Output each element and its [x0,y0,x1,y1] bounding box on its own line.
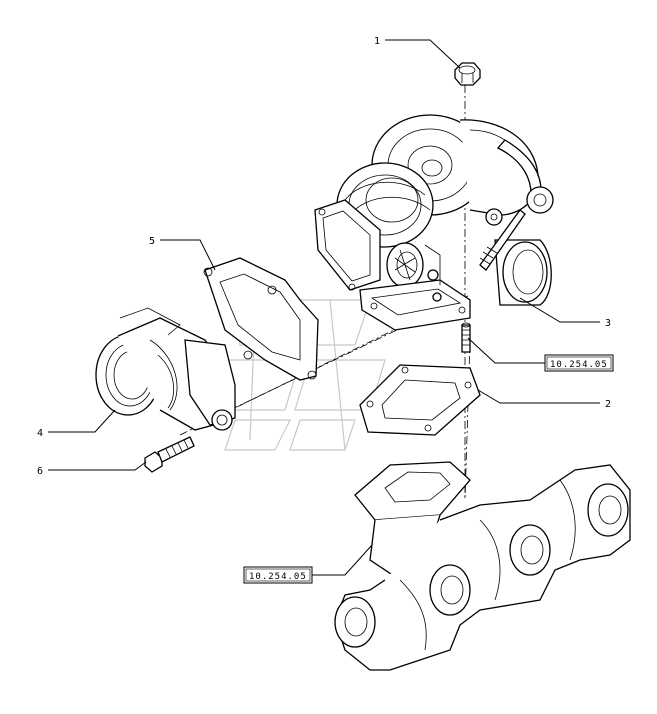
callout-6: 6 [37,466,43,477]
reference-label-b: 10.254.05 [249,572,307,582]
callout-2: 2 [605,399,611,410]
reference-box-b[interactable]: 10.254.05 [243,566,313,584]
callout-4: 4 [37,428,43,439]
callout-3: 3 [605,318,611,329]
callout-5: 5 [149,236,155,247]
turbo-gasket-part [359,364,481,436]
turbocharger-part [314,114,554,331]
leader-lines [48,39,600,576]
bolt-part [144,436,195,473]
callout-labels: 1 2 3 4 5 6 [37,36,611,477]
nut-part [454,62,481,86]
callout-1: 1 [374,36,380,47]
stud-part [461,322,471,353]
reference-label-a: 10.254.05 [550,360,608,370]
flange-gasket-part [203,257,319,381]
exhaust-manifold-part [334,461,631,671]
exhaust-elbow-part [95,307,236,431]
reference-box-a[interactable]: 10.254.05 [544,354,614,372]
